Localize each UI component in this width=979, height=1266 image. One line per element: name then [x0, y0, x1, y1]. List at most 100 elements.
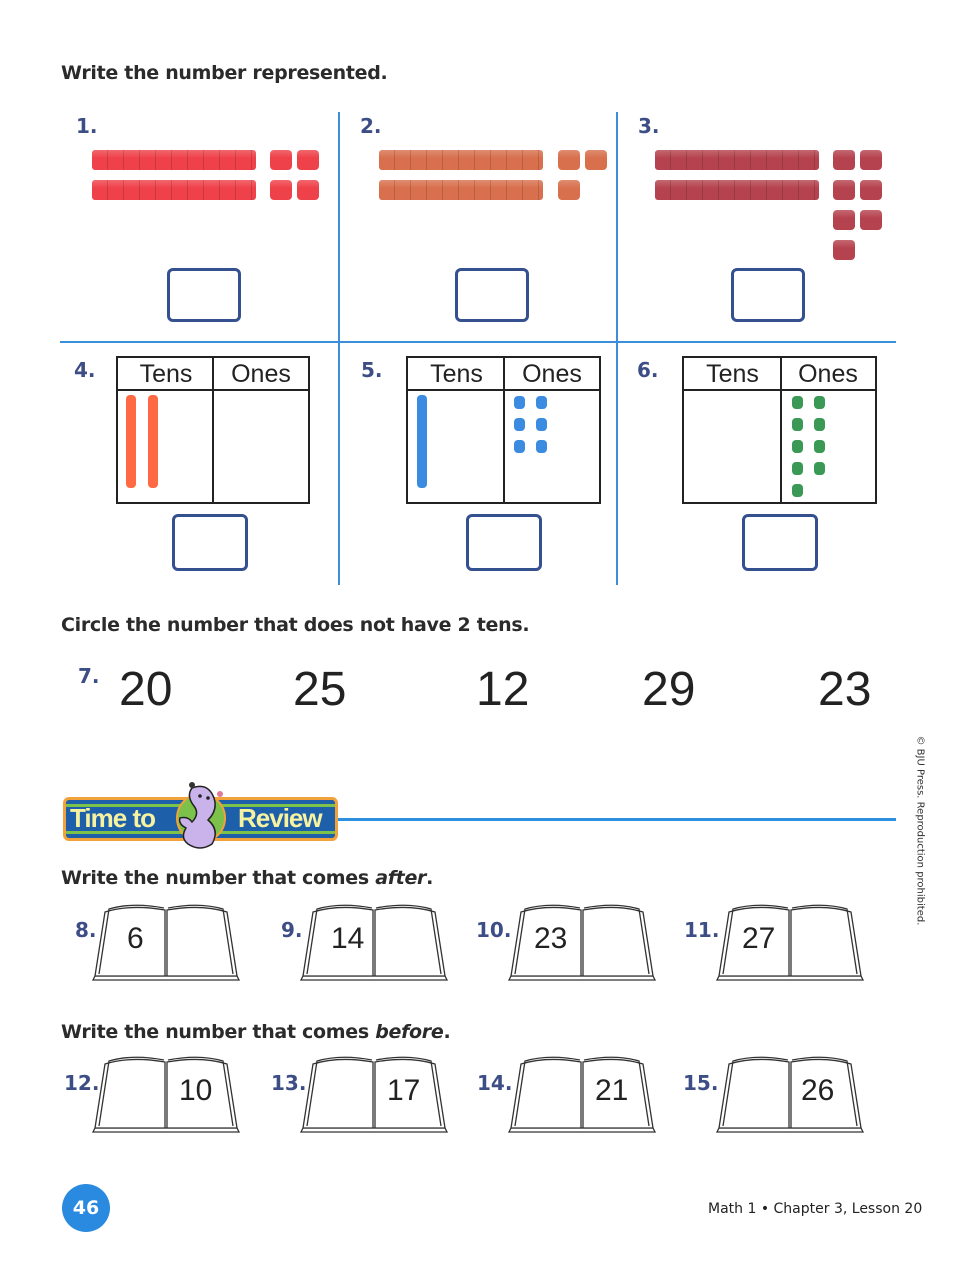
- choice-number[interactable]: 29: [642, 663, 696, 716]
- one-cube: [814, 462, 825, 475]
- one-cube: [833, 150, 855, 170]
- book-10: 23: [507, 904, 657, 984]
- given-number: 10: [179, 1074, 213, 1107]
- open-book-icon: [299, 1056, 449, 1133]
- answer-box-4[interactable]: [172, 514, 248, 571]
- place-value-table-6: Tens Ones: [682, 356, 877, 504]
- ten-rod: [92, 180, 256, 200]
- given-number: 17: [387, 1074, 421, 1107]
- one-cube: [833, 210, 855, 230]
- one-cube: [792, 396, 803, 409]
- answer-page[interactable]: [800, 914, 850, 974]
- one-cube: [792, 440, 803, 453]
- problem-number: 7.: [78, 664, 100, 688]
- answer-box-5[interactable]: [466, 514, 542, 571]
- one-cube: [860, 150, 882, 170]
- given-number: 14: [331, 922, 365, 955]
- answer-box-2[interactable]: [455, 268, 529, 322]
- ones-header: Ones: [505, 358, 599, 391]
- problem-number: 9.: [281, 918, 303, 942]
- problem-number: 14.: [477, 1071, 513, 1095]
- grid-divider: [338, 112, 340, 585]
- grid-divider: [616, 112, 618, 585]
- tens-header: Tens: [118, 358, 214, 391]
- book-8: 6: [91, 904, 241, 984]
- one-cube: [514, 418, 525, 431]
- problem-number: 10.: [476, 918, 512, 942]
- choice-number[interactable]: 12: [476, 663, 530, 716]
- banner-text-right: Review: [238, 803, 323, 833]
- page-number: 46: [62, 1184, 110, 1232]
- one-cube: [270, 180, 292, 200]
- open-book-icon: [507, 904, 657, 981]
- answer-page[interactable]: [314, 1066, 364, 1126]
- course-info: Math 1 • Chapter 3, Lesson 20: [708, 1201, 923, 1217]
- one-cube: [814, 440, 825, 453]
- given-number: 26: [801, 1074, 835, 1107]
- problem-number: 15.: [683, 1071, 719, 1095]
- heading-emphasis: after: [375, 867, 427, 889]
- given-number: 23: [534, 922, 568, 955]
- answer-page[interactable]: [384, 914, 434, 974]
- one-cube: [536, 440, 547, 453]
- section-heading-circle: Circle the number that does not have 2 t…: [61, 614, 530, 636]
- one-cube: [536, 396, 547, 409]
- book-13: 17: [299, 1056, 449, 1136]
- open-book-icon: [299, 904, 449, 981]
- one-cube: [536, 418, 547, 431]
- ten-rod: [148, 395, 158, 488]
- answer-page[interactable]: [106, 1066, 156, 1126]
- grid-divider: [60, 341, 896, 343]
- problem-number: 8.: [75, 918, 97, 942]
- ten-rod: [92, 150, 256, 170]
- answer-box-3[interactable]: [731, 268, 805, 322]
- one-cube: [860, 180, 882, 200]
- one-cube: [297, 150, 319, 170]
- answer-page[interactable]: [522, 1066, 572, 1126]
- mascot-icon: [176, 782, 226, 849]
- heading-text: Write the number that comes: [61, 1021, 376, 1043]
- heading-text: Write the number that comes: [61, 867, 376, 889]
- given-number: 6: [127, 922, 144, 955]
- problem-number: 5.: [361, 358, 383, 382]
- problem-number: 3.: [638, 114, 660, 138]
- answer-page[interactable]: [592, 914, 642, 974]
- open-book-icon: [715, 904, 865, 981]
- answer-page[interactable]: [176, 914, 226, 974]
- place-value-table-5: Tens Ones: [406, 356, 601, 504]
- book-14: 21: [507, 1056, 657, 1136]
- ones-header: Ones: [214, 358, 308, 391]
- one-cube: [833, 240, 855, 260]
- choice-number[interactable]: 25: [293, 663, 347, 716]
- one-cube: [514, 396, 525, 409]
- one-cube: [792, 418, 803, 431]
- answer-box-6[interactable]: [742, 514, 818, 571]
- book-9: 14: [299, 904, 449, 984]
- one-cube: [270, 150, 292, 170]
- given-number: 21: [595, 1074, 629, 1107]
- tens-header: Tens: [684, 358, 781, 391]
- ten-rod: [655, 180, 819, 200]
- ten-rod: [379, 180, 543, 200]
- problem-number: 4.: [74, 358, 96, 382]
- column-divider: [503, 358, 505, 502]
- one-cube: [792, 462, 803, 475]
- column-divider: [212, 358, 214, 502]
- problem-number: 1.: [76, 114, 98, 138]
- answer-box-1[interactable]: [167, 268, 241, 322]
- open-book-icon: [715, 1056, 865, 1133]
- book-15: 26: [715, 1056, 865, 1136]
- choice-number[interactable]: 23: [818, 663, 872, 716]
- open-book-icon: [91, 1056, 241, 1133]
- problem-number: 13.: [271, 1071, 307, 1095]
- ten-rod: [655, 150, 819, 170]
- section-heading-after: Write the number that comes after.: [61, 867, 433, 889]
- heading-text: .: [443, 1021, 451, 1043]
- choice-number[interactable]: 20: [119, 663, 173, 716]
- section-heading-before: Write the number that comes before.: [61, 1021, 451, 1043]
- answer-page[interactable]: [730, 1066, 780, 1126]
- book-12: 10: [91, 1056, 241, 1136]
- problem-number: 6.: [637, 358, 659, 382]
- open-book-icon: [507, 1056, 657, 1133]
- review-rule: [336, 818, 896, 821]
